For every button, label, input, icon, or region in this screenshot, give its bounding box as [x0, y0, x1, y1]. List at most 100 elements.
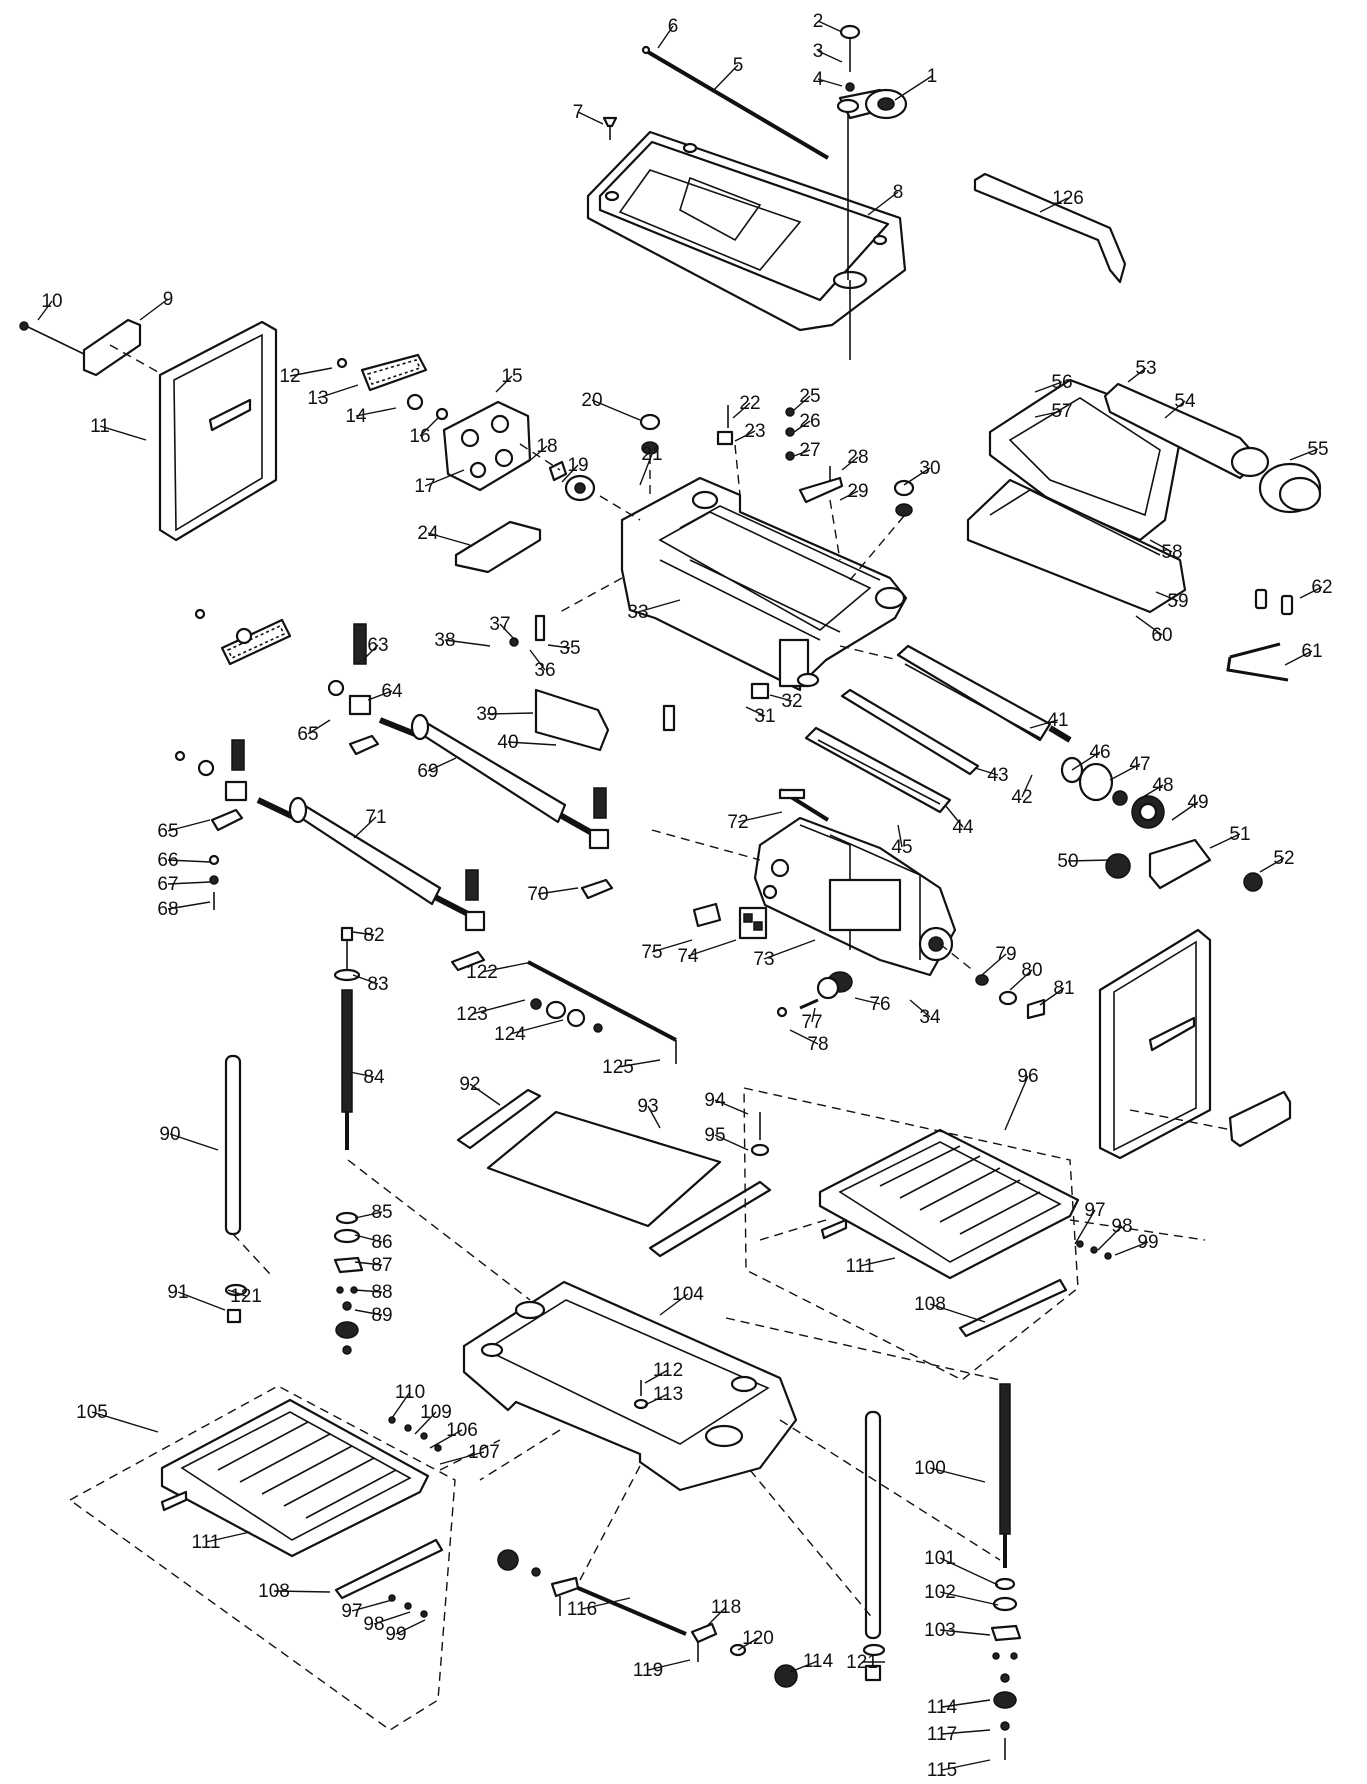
leader-line	[349, 1071, 375, 1078]
leader-line	[499, 623, 516, 641]
part-number-label: 25	[799, 386, 820, 407]
part-number-label: 95	[704, 1125, 725, 1146]
leader-line	[227, 1289, 247, 1297]
leader-line	[509, 1019, 564, 1035]
part-number-label: 69	[417, 761, 438, 782]
callout-112: 112	[644, 1360, 683, 1384]
part-number-label: 71	[365, 807, 386, 828]
leader-line	[273, 1590, 331, 1593]
leader-line	[789, 1660, 819, 1673]
callout-71: 71	[353, 807, 387, 839]
callout-78: 78	[789, 1029, 829, 1055]
leader-line	[639, 453, 653, 486]
part-number-label: 52	[1273, 848, 1294, 869]
callout-72: 72	[727, 811, 783, 833]
callout-94: 94	[704, 1090, 749, 1115]
leader-line	[354, 1261, 383, 1266]
leader-line	[507, 741, 557, 746]
leader-line	[481, 961, 533, 973]
callout-79: 79	[981, 944, 1017, 976]
callout-113: 113	[644, 1384, 683, 1406]
leader-line	[711, 64, 739, 93]
leader-line	[354, 1234, 383, 1243]
part-number-label: 91	[167, 1282, 188, 1303]
part-number-label: 64	[381, 681, 403, 702]
callout-77: 77	[801, 1007, 823, 1033]
leader-line	[929, 1467, 986, 1483]
part-number-label: 101	[924, 1548, 956, 1569]
leader-line	[351, 1599, 393, 1612]
leader-line	[1164, 400, 1186, 419]
part-number-label: 4	[813, 69, 824, 90]
leader-line	[205, 1531, 251, 1543]
leader-line	[1004, 1075, 1029, 1131]
part-number-label: 83	[367, 974, 388, 995]
part-number-label: 22	[739, 393, 760, 414]
leader-line	[1071, 751, 1101, 771]
leader-line	[644, 1369, 669, 1384]
part-number-label: 16	[409, 426, 430, 447]
leader-line	[1029, 719, 1059, 729]
callout-114: 114	[789, 1651, 834, 1673]
part-number-label: 18	[536, 436, 557, 457]
leader-line	[1039, 987, 1065, 1006]
callout-55: 55	[1289, 439, 1329, 461]
part-number-label: 82	[363, 925, 384, 946]
leader-line	[651, 939, 693, 953]
callout-26: 26	[793, 411, 821, 433]
callout-39: 39	[476, 704, 534, 725]
callout-41: 41	[1029, 710, 1069, 731]
part-number-label: 85	[371, 1202, 392, 1223]
leader-line	[1039, 197, 1069, 213]
leader-line	[354, 1289, 383, 1293]
callout-23: 23	[734, 421, 766, 442]
part-number-label: 104	[672, 1284, 704, 1305]
part-number-label: 84	[363, 1067, 385, 1088]
callout-83: 83	[352, 974, 389, 995]
part-number-label: 110	[395, 1382, 425, 1403]
leader-line	[354, 1211, 383, 1219]
part-number-label: 45	[891, 837, 912, 858]
leader-line	[1021, 774, 1033, 798]
part-number-label: 43	[987, 765, 1008, 786]
leader-line	[367, 690, 393, 701]
leader-line	[941, 1759, 991, 1771]
leader-line	[1299, 586, 1323, 599]
part-number-label: 112	[653, 1360, 683, 1381]
callout-126: 126	[1039, 188, 1084, 213]
part-number-label: 24	[417, 523, 439, 544]
leader-line	[1097, 1225, 1123, 1251]
part-number-label: 108	[258, 1581, 290, 1602]
callout-19: 19	[561, 455, 589, 483]
column-left	[224, 1054, 242, 1236]
callout-14: 14	[345, 406, 397, 427]
part-number-label: 97	[1084, 1200, 1105, 1221]
callout-89: 89	[354, 1305, 393, 1326]
callout-119: 119	[633, 1659, 691, 1681]
leader-line	[427, 757, 457, 772]
part-number-label: 33	[627, 602, 648, 623]
column-right	[864, 1410, 882, 1640]
part-number-label: 47	[1129, 754, 1150, 775]
callout-76: 76	[854, 994, 891, 1015]
part-number-label: 125	[602, 1057, 634, 1078]
callout-2: 2	[813, 11, 843, 33]
callout-100: 100	[914, 1458, 986, 1483]
part-number-label: 23	[744, 421, 765, 442]
leader-line	[939, 1629, 991, 1636]
part-number-label: 60	[1151, 625, 1172, 646]
leader-line	[419, 417, 439, 437]
part-number-label: 106	[446, 1420, 478, 1441]
callout-92: 92	[459, 1074, 501, 1106]
callout-37: 37	[489, 614, 516, 641]
part-number-label: 40	[497, 732, 518, 753]
leader-line	[939, 1557, 999, 1586]
callout-43: 43	[974, 765, 1009, 786]
callout-57: 57	[1034, 401, 1073, 422]
part-number-label: 57	[1051, 401, 1072, 422]
leader-line	[817, 78, 843, 87]
part-number-label: 6	[668, 16, 679, 37]
callout-12: 12	[279, 366, 333, 387]
leader-line	[391, 1391, 411, 1419]
